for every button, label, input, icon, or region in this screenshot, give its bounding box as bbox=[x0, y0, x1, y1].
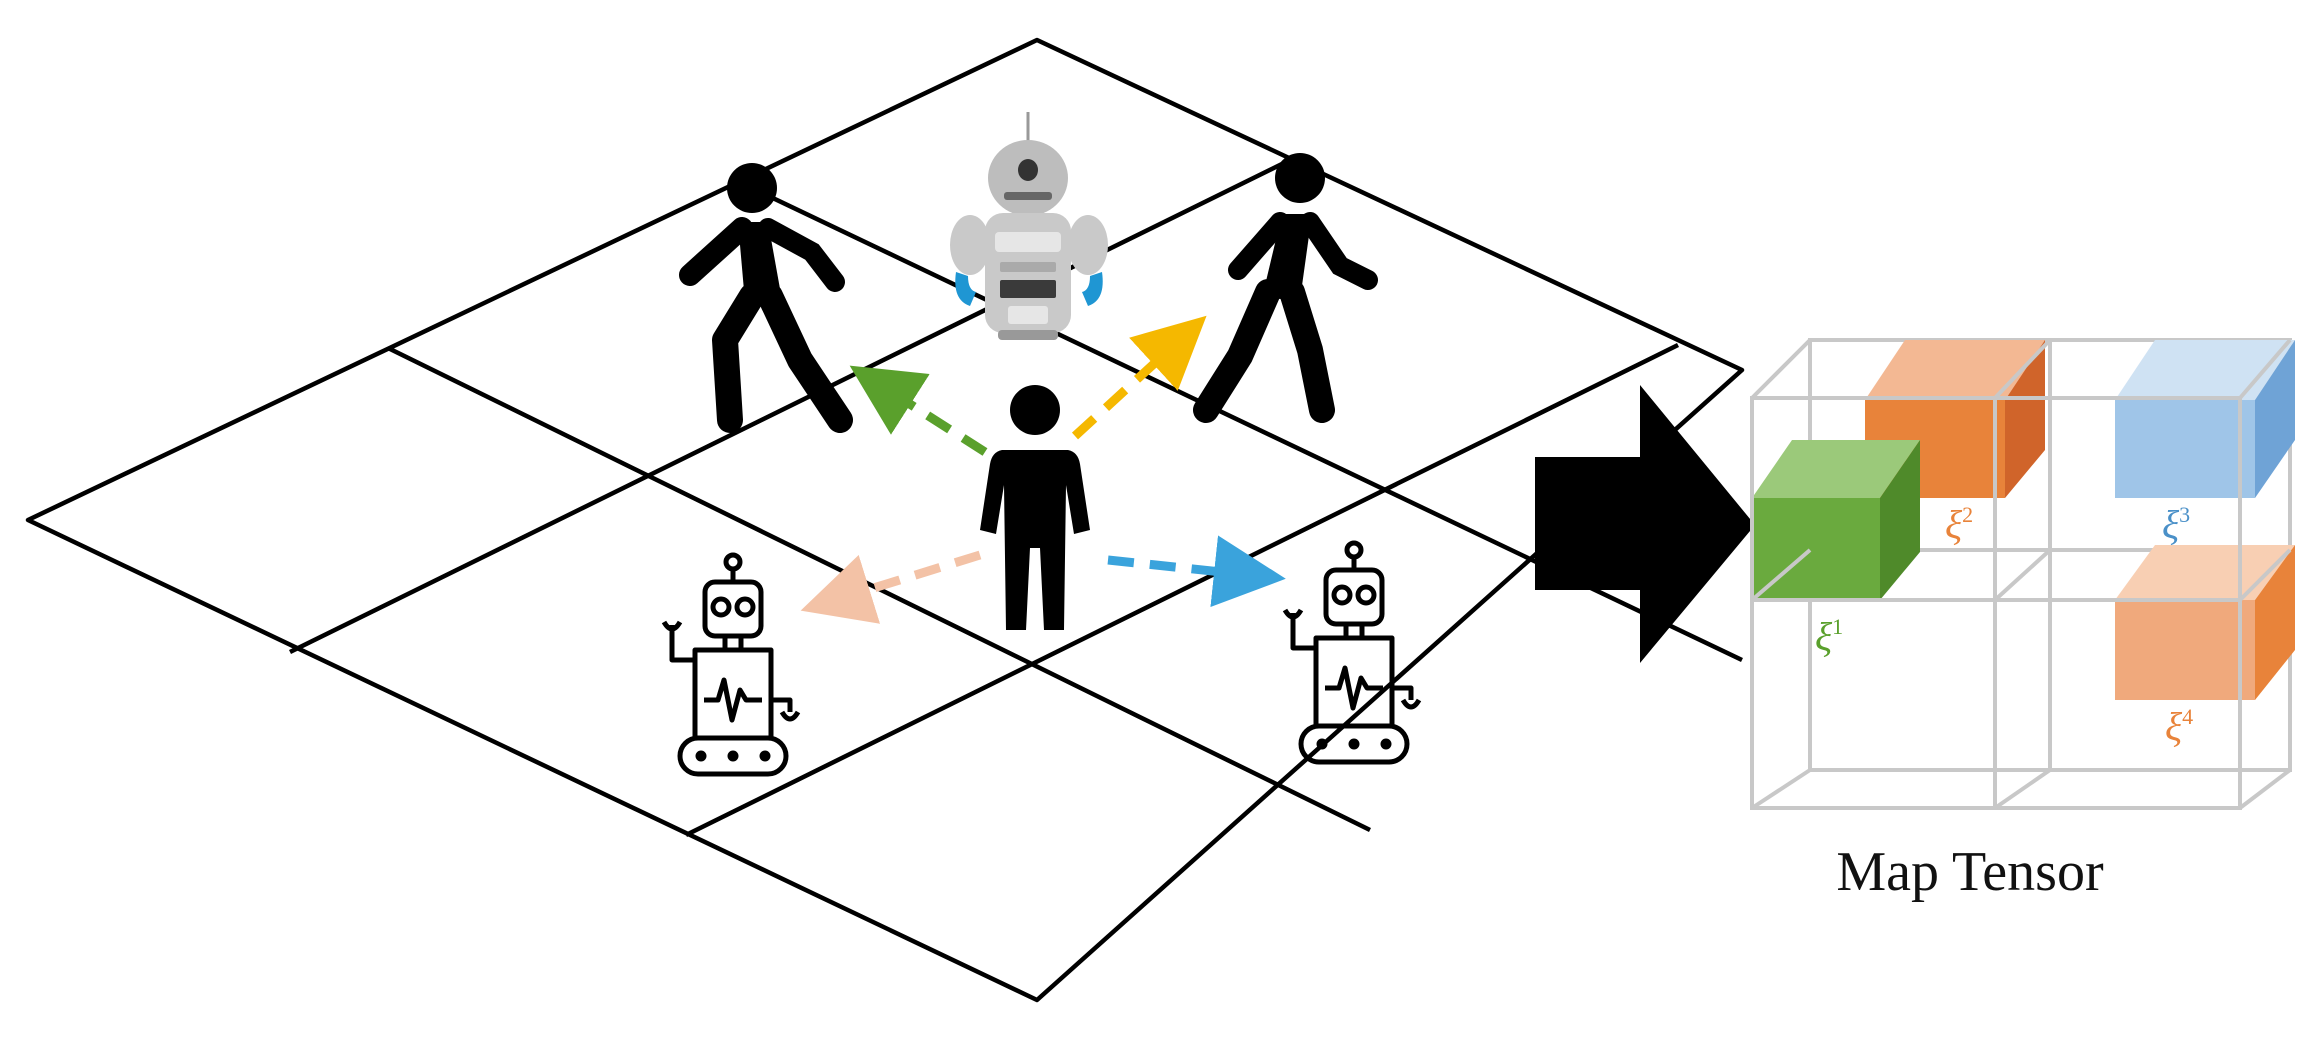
grid-line bbox=[685, 342, 1679, 838]
cube-xi2 bbox=[1865, 340, 2045, 498]
walking-person-icon bbox=[679, 163, 853, 433]
tracked-robot-icon bbox=[1282, 540, 1422, 765]
blue-arrow bbox=[1107, 535, 1286, 608]
peach-arrow bbox=[800, 550, 982, 624]
map-tensor-caption: Map Tensor bbox=[1836, 841, 2104, 903]
map-tensor: ξ1 ξ2 ξ3 ξ4 bbox=[1750, 338, 2295, 810]
relation-arrows bbox=[800, 315, 1286, 624]
cube-label-xi2: ξ2 bbox=[1945, 502, 1973, 547]
grid-outline bbox=[25, 37, 1745, 1003]
tracked-robot-icon bbox=[661, 552, 801, 777]
grid-line bbox=[289, 157, 1291, 655]
humanoid-robot-icon bbox=[950, 112, 1108, 340]
cube-label-xi1: ξ1 bbox=[1815, 614, 1843, 659]
transform-arrow-icon bbox=[1535, 385, 1755, 663]
cube-xi4 bbox=[2115, 545, 2295, 700]
isometric-grid bbox=[25, 37, 1745, 1003]
yellow-arrow bbox=[1071, 315, 1207, 440]
cube-label-xi3: ξ3 bbox=[2162, 502, 2190, 547]
cube-label-xi4: ξ4 bbox=[2165, 704, 2193, 749]
cube-xi1 bbox=[1752, 440, 1920, 600]
green-arrow bbox=[849, 365, 988, 456]
walking-person-icon bbox=[1193, 153, 1378, 423]
person-icon bbox=[980, 385, 1090, 630]
